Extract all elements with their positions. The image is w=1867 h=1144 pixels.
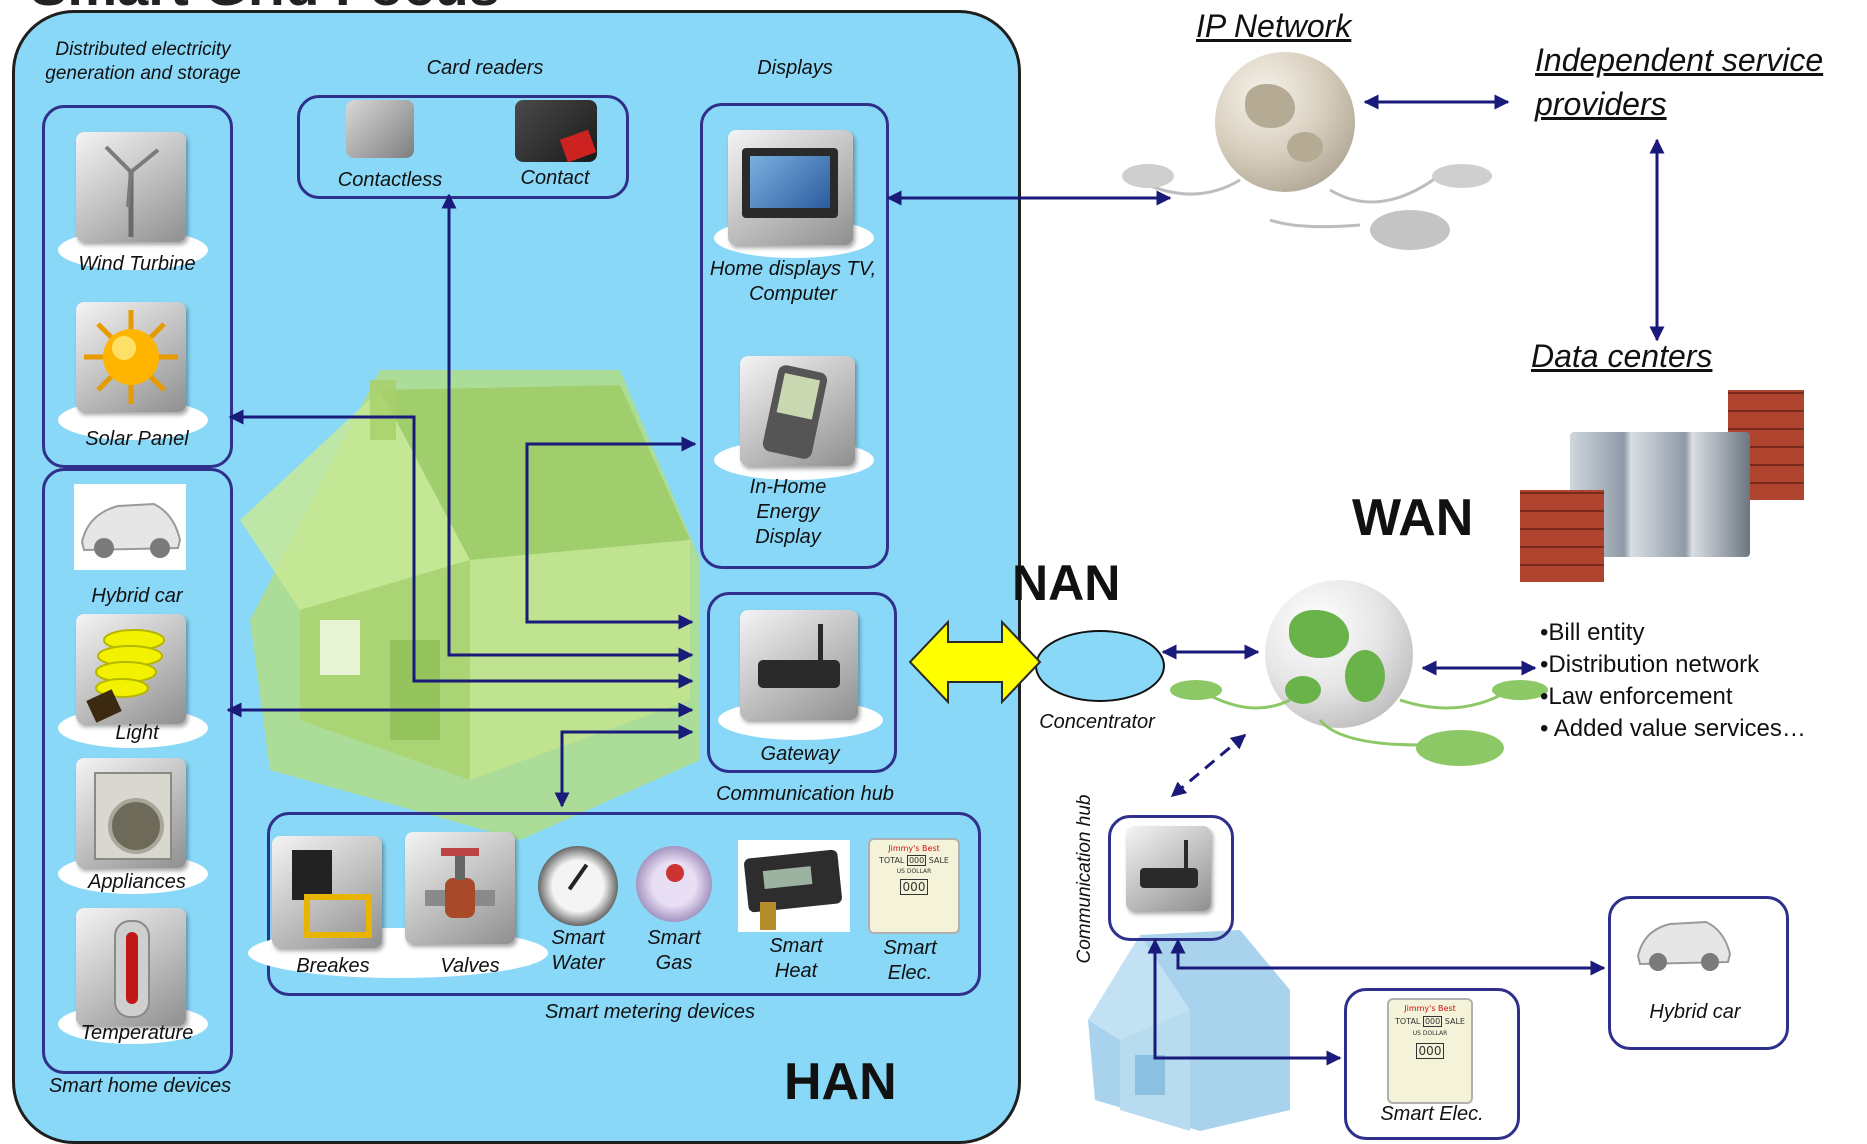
home-displays-label: Home displays TV, Computer xyxy=(709,258,877,305)
card-reader-icon xyxy=(515,100,597,163)
wan-bullet-list: •Bill entity •Distribution network •Law … xyxy=(1540,617,1806,745)
hybrid-car-label: Hybrid car xyxy=(91,585,183,607)
meter-sale: SALE xyxy=(1444,1017,1465,1026)
page-title: Smart Grid Focus xyxy=(30,0,500,14)
service-providers-label: Independent service providers xyxy=(1535,42,1824,122)
light-label: Light xyxy=(115,722,159,744)
valves-label: Valves xyxy=(440,955,500,977)
appliances-label: Appliances xyxy=(88,871,186,893)
wan-bullet: •Law enforcement xyxy=(1540,683,1733,710)
firewall-icon xyxy=(1520,490,1604,582)
card-reader-icon xyxy=(346,100,414,158)
metering-heading: Smart metering devices xyxy=(544,1001,756,1023)
smart-heat-label: Smart Heat xyxy=(769,935,823,982)
meter-sale: SALE xyxy=(928,856,949,865)
han-label: HAN xyxy=(784,1053,897,1111)
metering-group xyxy=(267,812,981,996)
heat-meter-icon xyxy=(738,840,850,932)
solar-panel-label: Solar Panel xyxy=(85,428,189,450)
wind-turbine-icon xyxy=(76,132,186,242)
generation-heading: Distributed electricity generation and s… xyxy=(45,39,241,84)
wan-bullet: • Added value services… xyxy=(1540,715,1806,742)
meter-brand: Jimmy's Best xyxy=(1404,1004,1456,1013)
washer-icon xyxy=(76,758,186,868)
gateway-group xyxy=(707,592,897,773)
wan-label: WAN xyxy=(1352,489,1474,547)
nan-label: NAN xyxy=(1012,555,1121,611)
meter-digits-top: 000 xyxy=(1422,1016,1443,1027)
meter-digits-bottom: 000 xyxy=(1415,1043,1445,1059)
meter-total: TOTAL xyxy=(1395,1017,1421,1026)
globe-icon xyxy=(1265,580,1413,728)
valve-icon xyxy=(405,832,515,944)
router-icon xyxy=(740,610,858,720)
home-devices-group xyxy=(42,468,233,1074)
displays-heading: Displays xyxy=(757,57,833,79)
displays-group xyxy=(700,103,889,569)
ip-network-label: IP Network xyxy=(1196,8,1352,44)
meter-brand: Jimmy's Best xyxy=(888,844,940,853)
concentrator-label: Concentrator xyxy=(1039,711,1155,733)
data-centers-label: Data centers xyxy=(1531,338,1713,374)
globe-icon xyxy=(1215,52,1355,192)
communication-hub-heading: Communication hub xyxy=(716,783,894,805)
meter-icon: Jimmy's Best TOTAL 000 SALE US DOLLAR 00… xyxy=(868,838,960,934)
breaker-icon xyxy=(272,836,382,948)
smart-gas-label: Smart Gas xyxy=(647,927,701,974)
wind-turbine-label: Wind Turbine xyxy=(78,253,196,275)
meter-unit: US DOLLAR xyxy=(896,868,932,875)
gauge-icon xyxy=(538,846,618,926)
nan-link-arrow xyxy=(908,619,1042,705)
contact-label: Contact xyxy=(520,167,590,189)
wan-bullet: •Distribution network xyxy=(1540,651,1760,678)
wan-bullet: •Bill entity xyxy=(1540,619,1645,646)
meter-unit: US DOLLAR xyxy=(1412,1030,1448,1037)
meter-digits-bottom: 000 xyxy=(899,879,929,895)
neighbour-hybrid-car-label: Hybrid car xyxy=(1649,1001,1741,1023)
smart-water-label: Smart Water xyxy=(551,927,605,974)
in-home-display-label: In-Home Energy Display xyxy=(749,476,827,548)
gauge-icon xyxy=(636,846,712,922)
neighbour-car-group xyxy=(1608,896,1789,1050)
contactless-label: Contactless xyxy=(337,169,443,191)
monitor-icon xyxy=(728,130,853,245)
thermometer-icon xyxy=(76,908,186,1026)
meter-total: TOTAL xyxy=(879,856,905,865)
temperature-label: Temperature xyxy=(80,1022,194,1044)
car-icon xyxy=(1630,906,1734,978)
pda-icon xyxy=(740,356,855,466)
smart-elec-label: Smart Elec. xyxy=(883,937,937,984)
breakes-label: Breakes xyxy=(296,955,370,977)
router-icon xyxy=(1126,826,1211,911)
neighbour-smart-elec-label: Smart Elec. xyxy=(1380,1103,1484,1125)
sun-icon xyxy=(76,302,186,412)
meter-icon: Jimmy's Best TOTAL 000 SALE US DOLLAR 00… xyxy=(1387,998,1473,1104)
bulb-icon xyxy=(76,614,186,724)
home-devices-heading: Smart home devices xyxy=(48,1075,232,1097)
gateway-label: Gateway xyxy=(760,743,840,765)
car-icon xyxy=(74,484,186,570)
card-readers-heading: Card readers xyxy=(426,57,544,79)
meter-digits-top: 000 xyxy=(906,855,927,866)
generation-group xyxy=(42,105,233,468)
concentrator-node[interactable] xyxy=(1035,630,1165,702)
